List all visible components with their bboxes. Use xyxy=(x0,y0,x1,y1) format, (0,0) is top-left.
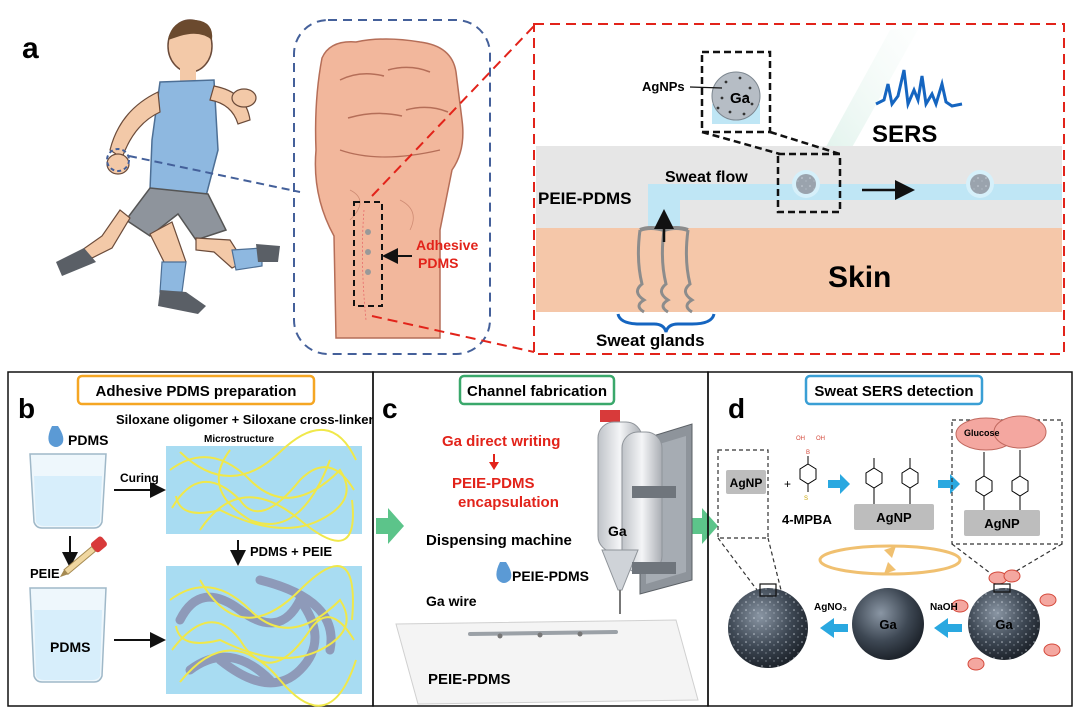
panel-d-letter: d xyxy=(728,393,745,424)
panel-c: c Channel fabrication Ga direct writing … xyxy=(372,371,709,707)
substrate-label: PEIE-PDMS xyxy=(428,671,511,688)
mpba-oh-2: OH xyxy=(816,436,825,442)
ga-bare-label: Ga xyxy=(879,617,897,632)
mpba-pair xyxy=(865,458,919,504)
agnp-box-3 xyxy=(964,510,1040,536)
encapsulation-line-2: encapsulation xyxy=(458,494,559,511)
panel-b: b Adhesive PDMS preparation Siloxane oli… xyxy=(7,371,374,707)
syringe-ga-label: Ga xyxy=(608,523,627,539)
adhesive-label-1: Adhesive xyxy=(416,237,478,253)
mpba-oh-1: OH xyxy=(796,436,805,442)
arrow-c-to-d xyxy=(690,508,718,544)
glucose-bound-markers xyxy=(951,569,1061,671)
agnp-label-3: AgNP xyxy=(984,516,1020,531)
ga-sphere-bare xyxy=(852,588,924,660)
panel-a-letter: a xyxy=(22,32,39,65)
panel-c-title: Channel fabrication xyxy=(467,383,607,400)
peie-pdms-drop-label: PEIE-PDMS xyxy=(512,568,589,584)
panel-d-title-box xyxy=(804,374,984,406)
sweat-glands-label: Sweat glands xyxy=(596,331,705,350)
dropper-icon xyxy=(59,536,107,578)
sweat-channel xyxy=(648,184,1062,200)
ga-writing-label: Ga direct writing xyxy=(442,433,560,450)
skin-layer xyxy=(536,228,1062,312)
dispensing-label: Dispensing machine xyxy=(426,532,572,549)
panel-b-letter: b xyxy=(18,393,35,424)
sers-spectrum xyxy=(875,69,963,110)
agnp-box-2 xyxy=(854,504,934,530)
adhesive-label-2: PDMS xyxy=(418,255,458,271)
panel-b-subtitle: Siloxane oligomer + Siloxane cross-linke… xyxy=(116,412,374,427)
microstructure-label: Microstructure xyxy=(204,434,274,445)
ga-wire xyxy=(468,630,618,636)
pdms-drop-label: PDMS xyxy=(68,432,108,448)
runner-illustration xyxy=(56,19,280,314)
panel-d: d Sweat SERS detection AgNP + OH OH B S … xyxy=(707,371,1073,707)
peie-pdms-label: PEIE-PDMS xyxy=(538,189,632,208)
skin-label: Skin xyxy=(828,261,891,294)
panel-d-title: Sweat SERS detection xyxy=(814,383,973,400)
panel-b-title-box xyxy=(76,374,316,406)
encapsulation-line-1: PEIE-PDMS xyxy=(452,475,535,492)
panel-b-title: Adhesive PDMS preparation xyxy=(96,383,297,400)
mpba-molecule: OH OH B S xyxy=(796,436,825,502)
mpba-s: S xyxy=(804,496,808,502)
plus-label: + xyxy=(784,477,791,491)
agnp-label-2: AgNP xyxy=(876,510,912,525)
agno3-label: AgNO₃ xyxy=(814,602,847,613)
naoh-label: NaOH xyxy=(930,602,958,613)
sweat-flow-label: Sweat flow xyxy=(665,169,748,186)
sers-label: SERS xyxy=(872,121,937,148)
panel-c-letter: c xyxy=(382,393,398,424)
pdms-beaker-label: PDMS xyxy=(50,639,90,655)
agnp-box-1 xyxy=(726,470,766,494)
arrow-b-to-c xyxy=(376,508,404,544)
substrate xyxy=(395,619,699,705)
curing-label: Curing xyxy=(120,471,159,485)
panel-c-title-box xyxy=(458,374,616,406)
dispensing-machine: Ga xyxy=(597,410,693,614)
agnps-label: AgNPs xyxy=(642,79,685,94)
peie-label: PEIE xyxy=(30,566,60,581)
mpba-label: 4-MPBA xyxy=(782,512,832,527)
inset-ga-label: Ga xyxy=(730,90,751,107)
ga-wire-label: Ga wire xyxy=(426,593,477,609)
pdms-peie-label: PDMS + PEIE xyxy=(250,544,332,559)
detail-box xyxy=(533,23,1065,355)
hand-box xyxy=(293,19,491,355)
glucose-label: Glucose xyxy=(964,428,1000,438)
agnp-label-1: AgNP xyxy=(730,476,763,490)
panel-a: a xyxy=(22,19,1065,355)
fist-illustration xyxy=(314,38,464,339)
ga-func-label: Ga xyxy=(995,617,1013,632)
mpba-b: B xyxy=(806,450,810,456)
